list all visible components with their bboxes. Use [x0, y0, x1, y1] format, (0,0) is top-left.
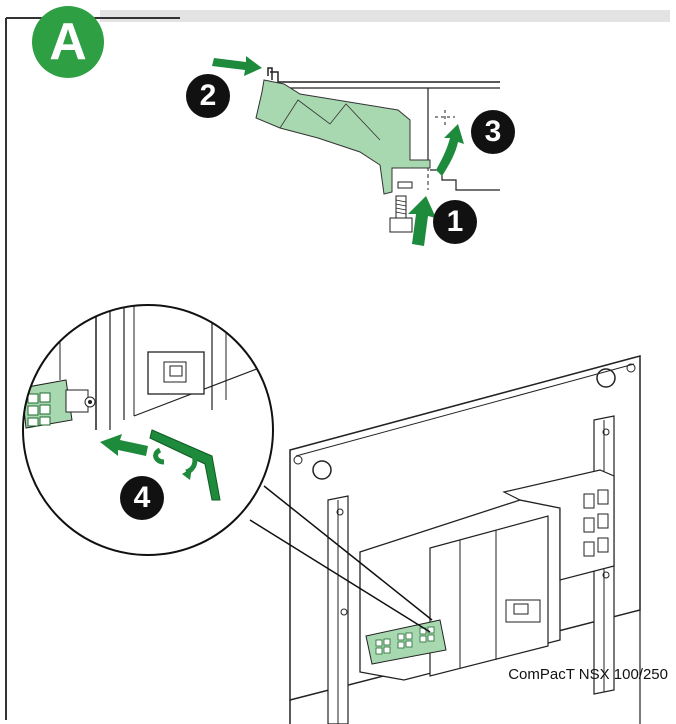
arrow-step-3: [436, 124, 464, 176]
header-bar: [100, 10, 670, 22]
zoom-line-upper: [263, 485, 433, 621]
breaker-body-top: [255, 79, 431, 195]
hex-key: [149, 429, 221, 501]
arrow-step-4: [100, 434, 148, 456]
model-caption: ComPacT NSX 100/250: [508, 666, 668, 683]
step-1-badge: 1: [433, 200, 477, 244]
zoom-line-lower: [249, 519, 431, 633]
arrow-step-1: [408, 196, 436, 246]
section-badge: A: [32, 6, 104, 78]
circuit-breaker: [359, 469, 615, 681]
step-2-badge: 2: [186, 74, 230, 118]
arrow-step-2: [212, 56, 262, 76]
step-3-badge: 3: [471, 110, 515, 154]
magnified-detail: [22, 304, 274, 556]
step-4-badge: 4: [120, 476, 164, 520]
top-detail: [255, 67, 500, 233]
screw: [395, 195, 407, 219]
